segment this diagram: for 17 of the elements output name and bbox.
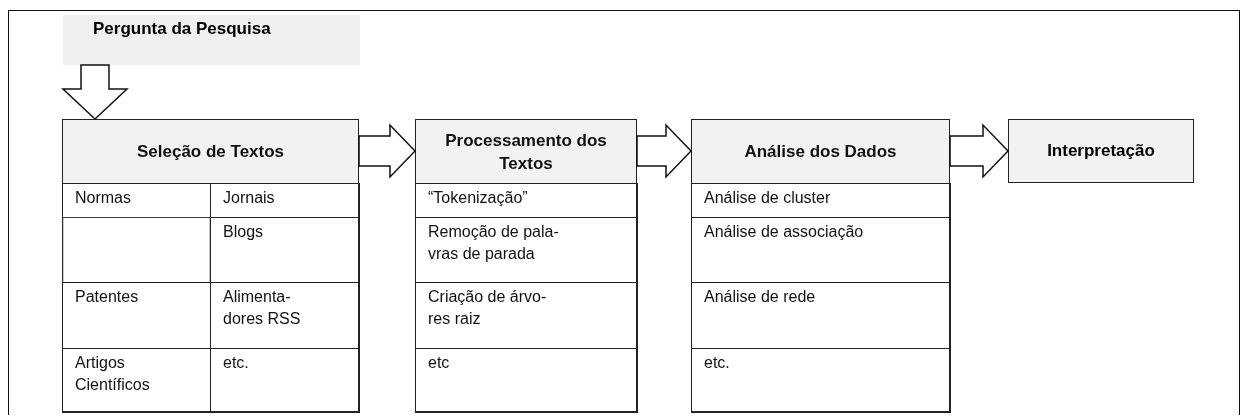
table-header: Análise dos Dados <box>692 120 949 184</box>
block-arrow <box>636 123 693 179</box>
table-header: Seleção de Textos <box>63 120 358 184</box>
table-cell: etc. <box>210 348 360 413</box>
table-cell: etc. <box>691 348 951 413</box>
block-arrow <box>61 64 129 121</box>
table <box>62 119 359 412</box>
table-cell: Blogs <box>210 217 360 283</box>
process-box: Interpretação <box>1008 119 1194 183</box>
block-arrow <box>949 123 1010 179</box>
table <box>415 119 637 412</box>
empty-table-cell <box>62 217 211 283</box>
table-cell: etc <box>415 348 638 413</box>
block-arrow <box>358 123 417 179</box>
table-header: Processamento dos Textos <box>416 120 636 184</box>
table <box>691 119 950 412</box>
question-box: Pergunta da Pesquisa <box>63 15 360 65</box>
